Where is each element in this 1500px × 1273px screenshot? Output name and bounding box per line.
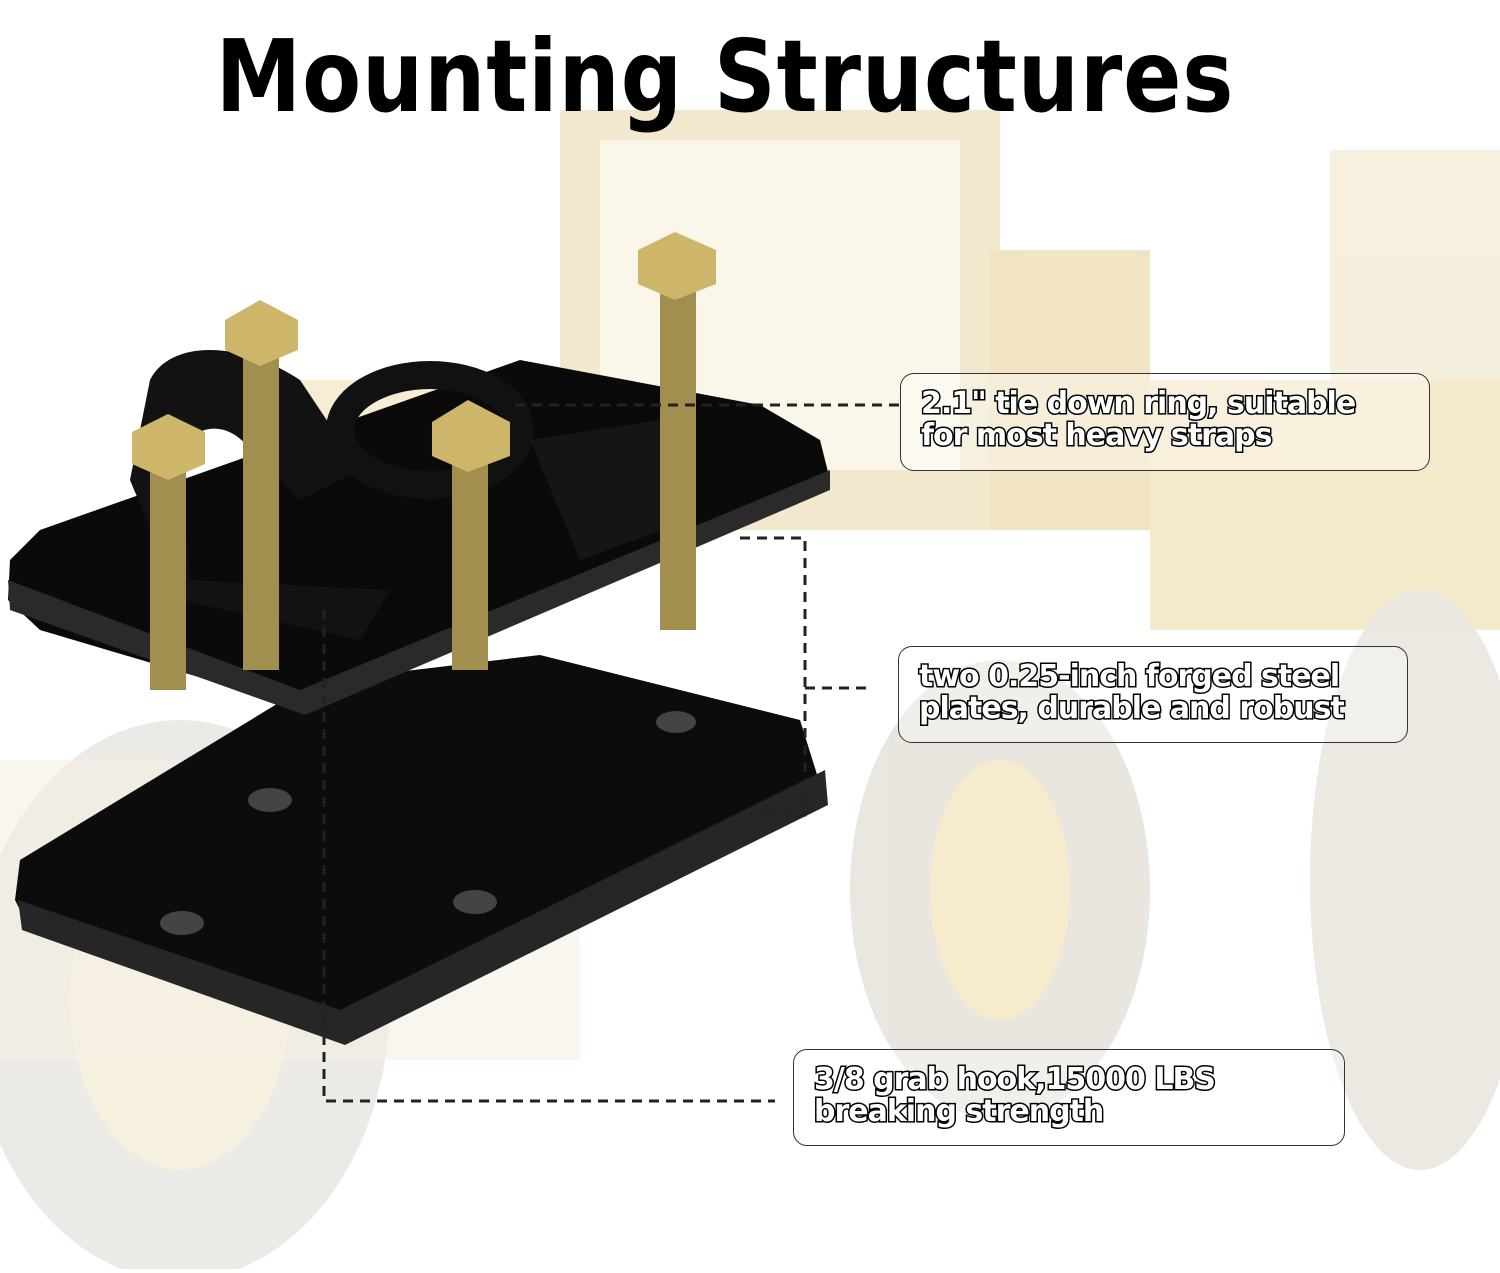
callout-ring-line-1: 2.1" tie down ring, suitable <box>920 386 1358 421</box>
upper-steel-plate <box>8 360 830 715</box>
callout-plates-line-1: two 0.25-inch forged steel <box>917 659 1341 694</box>
grab-hook <box>130 350 390 640</box>
callout-tie-down-ring: 2.1" tie down ring, suitable for most he… <box>900 373 1430 471</box>
callout-hook-line-1: 3/8 grab hook,15000 LBS <box>813 1062 1218 1097</box>
tie-down-ring <box>326 361 690 560</box>
lower-steel-plate <box>15 655 828 1045</box>
callout-steel-plates: two 0.25-inch forged steel plates, durab… <box>898 646 1408 743</box>
callout-grab-hook: 3/8 grab hook,15000 LBS breaking strengt… <box>793 1049 1345 1146</box>
leader-lines <box>322 403 900 1103</box>
callout-hook-line-2: breaking strength <box>813 1094 1106 1129</box>
callout-ring-line-2: for most heavy straps <box>920 418 1274 453</box>
bolts <box>132 232 716 690</box>
page-title: Mounting Structures <box>215 18 1235 135</box>
callout-plates-line-2: plates, durable and robust <box>917 691 1346 726</box>
